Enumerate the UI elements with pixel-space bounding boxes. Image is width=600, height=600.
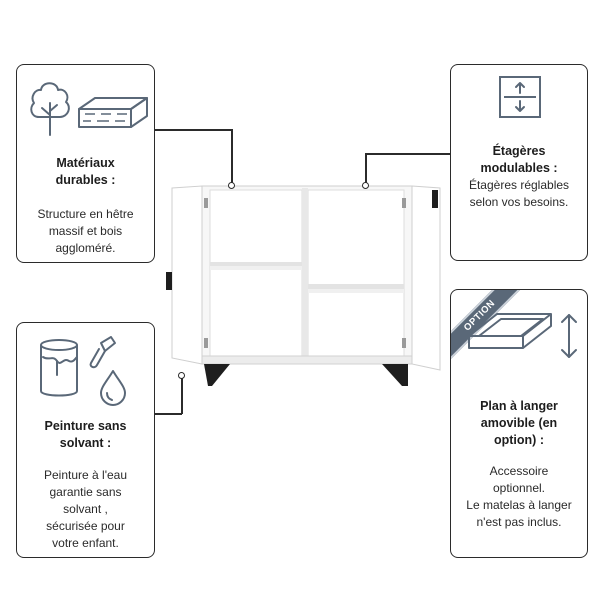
changing-title-line: amovible (en <box>480 416 558 430</box>
connector-line <box>365 153 450 155</box>
materials-description: Structure en hêtre massif et bois agglom… <box>17 206 154 257</box>
materials-title-line: Matériaux <box>56 156 115 170</box>
changing-description: Accessoire optionnel. Le matelas à lange… <box>451 463 587 531</box>
paint-desc-line: Peinture à l'eau <box>43 468 127 482</box>
cabinet-plinth <box>201 355 413 365</box>
paint-desc-line: sécurisée pour <box>46 519 125 533</box>
right-door-handle <box>432 190 438 208</box>
paint-desc-line: votre enfant. <box>52 536 119 550</box>
shelves-desc-line: selon vos besoins. <box>469 195 569 209</box>
right-shelf-shadow <box>308 289 404 293</box>
paint-desc-line: garantie sans <box>49 485 122 499</box>
paint-can-icon <box>40 336 126 406</box>
tree-icon <box>30 82 70 136</box>
connector-dot <box>228 182 235 189</box>
materials-card: Matériaux durables : Structure en hêtre … <box>16 64 155 263</box>
connector-dot <box>178 372 185 379</box>
paint-card: Peinture sans solvant : Peinture à l'eau… <box>16 322 155 558</box>
paint-desc-line: solvant , <box>63 502 108 516</box>
shelves-desc-line: Étagères réglables <box>468 178 570 192</box>
changing-desc-line: optionnel. <box>492 481 546 495</box>
hinge <box>402 198 406 208</box>
materials-desc-line: Structure en hêtre <box>37 207 134 221</box>
left-compartment <box>209 189 303 357</box>
cabinet-illustration <box>166 185 441 386</box>
hinge <box>204 338 208 348</box>
paint-description: Peinture à l'eau garantie sans solvant ,… <box>17 467 154 552</box>
left-shelf <box>210 262 302 266</box>
right-door <box>411 185 441 371</box>
paint-title-line: Peinture sans <box>44 419 127 433</box>
connector-line <box>181 378 183 414</box>
materials-title-line: durables : <box>55 173 116 187</box>
shelves-card: Étagères modulables : Étagères réglables… <box>450 64 588 261</box>
left-door <box>171 185 203 365</box>
front-right-leg <box>382 364 408 386</box>
front-left-leg <box>204 364 230 386</box>
materials-desc-line: aggloméré. <box>55 241 116 255</box>
shelves-title-line: Étagères <box>492 144 546 158</box>
changing-tray-icon <box>468 313 552 349</box>
shelves-title: Étagères modulables : <box>451 143 587 177</box>
adjustable-shelf-icon <box>499 76 541 118</box>
changing-desc-line: Accessoire <box>489 464 549 478</box>
materials-title: Matériaux durables : <box>17 155 154 189</box>
center-divider <box>302 188 308 358</box>
paint-title-line: solvant : <box>59 436 112 450</box>
left-door-handle <box>166 272 172 290</box>
wood-board-icon <box>78 97 148 128</box>
changing-title-line: Plan à langer <box>480 399 558 413</box>
paint-title: Peinture sans solvant : <box>17 418 154 452</box>
shelves-title-line: modulables : <box>480 161 558 175</box>
changing-desc-line: n'est pas inclus. <box>476 515 562 529</box>
connector-line <box>365 153 367 183</box>
changing-title-line: option) : <box>494 433 544 447</box>
connector-line <box>231 129 233 183</box>
connector-line <box>155 413 182 415</box>
vertical-arrows-icon <box>561 314 577 358</box>
right-shelf <box>308 284 404 289</box>
changing-table-card: OPTION Plan à langer amovible (en option… <box>450 289 588 558</box>
hinge <box>204 198 208 208</box>
changing-title: Plan à langer amovible (en option) : <box>451 398 587 449</box>
hinge <box>402 338 406 348</box>
right-compartment <box>307 189 405 357</box>
connector-dot <box>362 182 369 189</box>
left-shelf-shadow <box>210 266 302 270</box>
shelves-description: Étagères réglables selon vos besoins. <box>451 177 587 211</box>
materials-desc-line: massif et bois <box>48 224 123 238</box>
connector-line <box>155 129 232 131</box>
changing-desc-line: Le matelas à langer <box>466 498 572 512</box>
